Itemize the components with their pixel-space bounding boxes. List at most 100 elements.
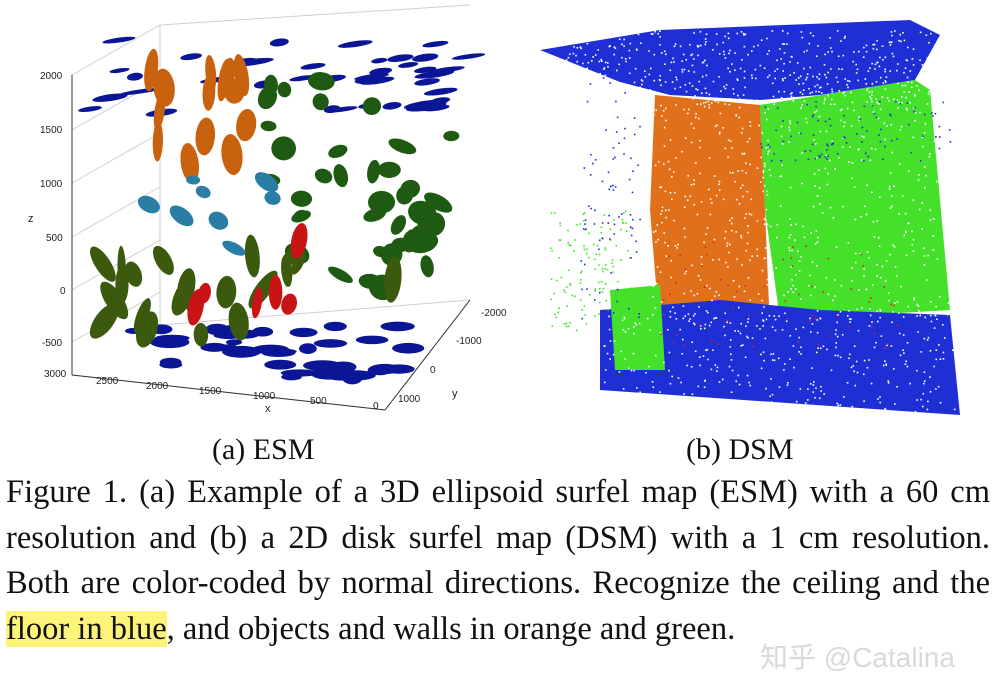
dsm-point (773, 315, 776, 317)
dsm-point (923, 255, 926, 257)
dsm-point (669, 69, 672, 72)
dsm-point (907, 222, 909, 225)
dsm-point (825, 76, 828, 79)
dsm-point (659, 36, 661, 38)
dsm-point (747, 53, 749, 56)
ellipsoid-surfel (264, 191, 281, 205)
dsm-point (624, 127, 626, 130)
dsm-point (671, 198, 673, 200)
dsm-point (660, 104, 662, 107)
dsm-point (794, 223, 797, 226)
dsm-point (879, 396, 881, 398)
dsm-point (567, 65, 570, 67)
dsm-point (784, 77, 786, 79)
dsm-point (947, 302, 950, 304)
dsm-point (684, 272, 686, 275)
dsm-point (889, 172, 892, 174)
dsm-point (742, 195, 744, 198)
dsm-point (928, 155, 931, 158)
dsm-point (883, 122, 886, 125)
dsm-point (686, 112, 689, 115)
dsm-point (865, 44, 868, 47)
dsm-point (628, 72, 631, 75)
ellipsoid-surfel (355, 335, 389, 345)
dsm-point (825, 130, 828, 133)
dsm-point (760, 367, 763, 370)
dsm-point (678, 405, 680, 407)
dsm-point (886, 125, 888, 127)
dsm-point (649, 103, 651, 105)
dsm-point (848, 161, 850, 163)
dsm-point (690, 366, 693, 368)
dsm-point (874, 63, 877, 66)
dsm-point (818, 155, 821, 157)
dsm-point (814, 397, 816, 399)
dsm-point (823, 64, 826, 66)
dsm-point (732, 307, 735, 310)
dsm-point (604, 381, 606, 384)
dsm-point (674, 399, 676, 402)
dsm-point (783, 62, 785, 65)
dsm-point (623, 45, 625, 47)
dsm-point (718, 131, 721, 134)
dsm-point (584, 73, 586, 75)
dsm-point (583, 167, 586, 169)
dsm-point (613, 219, 615, 221)
dsm-point (792, 291, 795, 294)
dsm-point (592, 98, 594, 101)
dsm-point (846, 107, 849, 110)
dsm-point (634, 322, 636, 324)
dsm-point (809, 149, 812, 152)
dsm-point (863, 136, 865, 138)
dsm-point (614, 47, 617, 50)
dsm-point (842, 54, 845, 57)
ellipsoid-surfel (180, 143, 200, 183)
dsm-point (693, 71, 696, 73)
dsm-point (819, 130, 822, 133)
dsm-point (790, 288, 792, 290)
dsm-point (893, 304, 895, 307)
dsm-point (871, 104, 874, 107)
dsm-point (743, 77, 746, 79)
dsm-point (715, 291, 718, 293)
dsm-point (899, 33, 902, 36)
ellipsoid-surfel (244, 234, 260, 278)
dsm-point (679, 86, 682, 88)
dsm-point (939, 103, 942, 106)
dsm-point (763, 306, 765, 308)
dsm-point (932, 48, 934, 50)
dsm-point (934, 138, 937, 140)
dsm-point (788, 236, 790, 239)
dsm-point (885, 364, 888, 366)
dsm-point (558, 307, 560, 310)
dsm-point (833, 103, 836, 106)
dsm-point (788, 129, 791, 132)
dsm-point (878, 245, 881, 247)
dsm-point (696, 44, 699, 47)
dsm-point (827, 145, 829, 147)
dsm-point (817, 119, 819, 122)
dsm-point (622, 388, 625, 390)
ellipsoid-surfel (281, 373, 302, 381)
dsm-point (714, 100, 717, 102)
dsm-point (665, 119, 667, 122)
dsm-point (623, 317, 626, 320)
dsm-point (559, 85, 562, 87)
dsm-point (758, 124, 760, 127)
dsm-point (608, 188, 611, 191)
dsm-point (831, 50, 833, 53)
dsm-point (588, 205, 590, 207)
dsm-point (626, 80, 629, 83)
dsm-point (839, 404, 842, 406)
ellipsoid-surfel (217, 58, 231, 102)
dsm-point (834, 333, 837, 336)
dsm-point (897, 107, 899, 109)
dsm-point (884, 68, 886, 71)
dsm-point (724, 312, 726, 315)
ellipsoid-surfel (398, 61, 419, 68)
dsm-point (939, 136, 941, 138)
dsm-point (691, 64, 694, 67)
dsm-point (630, 234, 633, 237)
dsm-point (718, 76, 720, 78)
dsm-point (543, 96, 546, 98)
